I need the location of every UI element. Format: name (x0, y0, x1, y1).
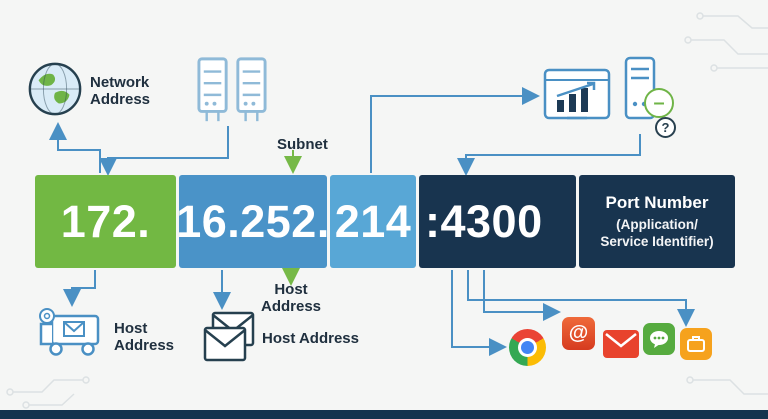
at-glyph: @ (568, 322, 589, 344)
mail-app-icon (602, 329, 640, 359)
host-address-mid-label: Host Address (250, 281, 332, 315)
port-number-sub1: (Application/ (616, 217, 698, 232)
port-number-box: Port Number (Application/ Service Identi… (579, 175, 735, 268)
host-address-mid-line1: Host (274, 281, 308, 298)
at-email-icon: @ (562, 317, 595, 350)
envelope-stack-icon (203, 310, 257, 366)
segment-network-address: 172. (35, 175, 176, 268)
host-address-truck-line1: Host (114, 320, 148, 337)
host-address-truck-line2: Address (114, 337, 175, 354)
segment-subnet-text: 16.252. (176, 195, 330, 247)
server-rack-icon (193, 55, 271, 127)
network-address-label: Network Address (90, 74, 150, 108)
mail-truck-icon (38, 306, 108, 366)
green-app-icon (643, 323, 675, 355)
minus-badge-icon: – (644, 88, 674, 118)
host-address-truck-label: Host Address (114, 320, 174, 354)
segment-subnet: 16.252. (176, 175, 330, 268)
subnet-label: Subnet (277, 136, 328, 153)
question-badge-icon: ? (655, 117, 676, 138)
port-number-title: Port Number (605, 193, 709, 212)
segment-port-text: :4300 (425, 195, 543, 247)
minus-glyph: – (653, 92, 665, 114)
segment-network-text: 172. (60, 195, 151, 247)
host-address-mail-label: Host Address (262, 330, 359, 347)
orange-app-icon (680, 328, 712, 360)
segment-host-address: 214 (330, 175, 416, 268)
network-address-label-line2: Address (90, 91, 151, 108)
chrome-browser-icon (509, 329, 546, 366)
port-number-sub2: Service Identifier) (600, 234, 714, 249)
segment-port: :4300 (419, 175, 576, 268)
bottom-accent-bar (0, 410, 768, 419)
segment-host-text: 214 (334, 195, 412, 247)
globe-icon (26, 60, 84, 118)
network-address-label-line1: Network (90, 74, 150, 91)
question-glyph: ? (661, 120, 670, 135)
host-address-mid-line2: Address (260, 298, 322, 315)
analytics-monitor-icon (543, 66, 613, 130)
